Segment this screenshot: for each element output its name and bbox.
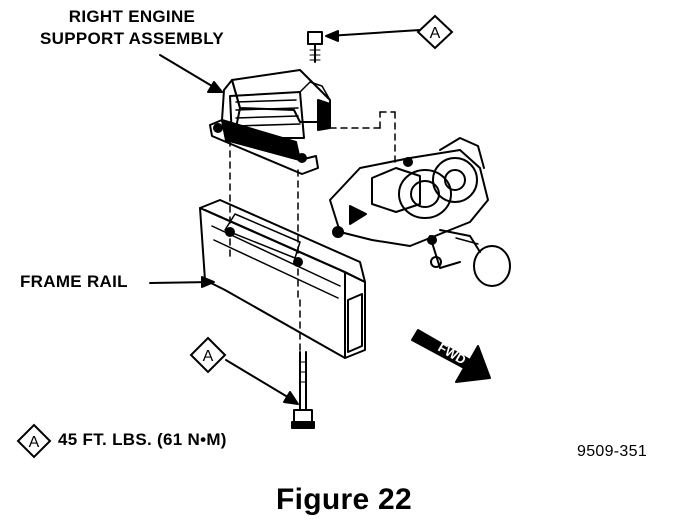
figure-code-label: 9509-351 [577,443,648,460]
engine-support-label-line2: SUPPORT ASSEMBLY [40,29,224,48]
torque-spec-label: 45 FT. LBS. (61 N•M) [58,430,227,449]
lower-callout-leader [225,359,297,403]
figure-caption: Figure 22 [275,483,413,516]
upper-callout-leader [327,29,421,37]
alignment-lines [229,111,396,351]
engine-support-bracket [209,69,331,175]
frame-rail-label: FRAME RAIL [20,272,128,291]
frame-rail [199,199,366,359]
callout-letter-lower: A [203,348,214,365]
frame-rail-leader [149,276,215,288]
diamond-callout-icon: A [16,423,52,459]
engine-mechanism [329,137,511,287]
forward-arrow-icon [411,329,491,383]
callout-letter-top: A [430,25,441,42]
upper-bolt [307,31,323,63]
callout-letter-legend: A [29,434,40,451]
engine-support-leader [159,54,223,93]
engine-support-label-line1: RIGHT ENGINE [68,7,196,26]
engine-support-label: RIGHT ENGINE SUPPORT ASSEMBLY [40,6,224,50]
diamond-callout-icon: A [416,14,454,50]
lower-bolt [291,351,315,429]
diamond-callout-icon: A [189,336,227,374]
